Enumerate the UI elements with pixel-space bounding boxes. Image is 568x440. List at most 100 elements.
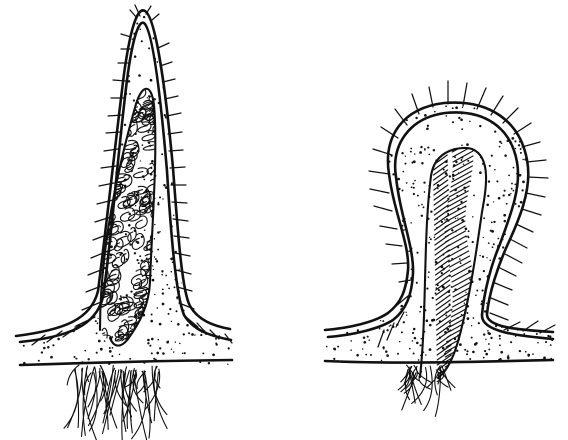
stipple-dot (426, 288, 428, 290)
stipple-dot (368, 339, 369, 340)
stipple-dot (154, 238, 155, 239)
stipple-dot (490, 259, 491, 260)
stipple-dot (504, 220, 507, 223)
stipple-dot (25, 298, 27, 300)
stipple-dot (216, 301, 218, 303)
stipple-dot (60, 209, 62, 211)
stipple-dot (57, 246, 60, 249)
stipple-dot (552, 278, 553, 279)
stipple-dot (210, 36, 212, 38)
stipple-dot (52, 134, 54, 136)
stipple-dot (355, 105, 357, 107)
stipple-dot (71, 299, 73, 301)
stipple-dot (546, 152, 548, 154)
stipple-dot (64, 34, 67, 37)
stipple-dot (57, 160, 59, 162)
stipple-dot (35, 228, 37, 230)
stipple-dot (486, 303, 487, 304)
stipple-dot (213, 240, 215, 242)
stipple-dot (547, 186, 549, 188)
stipple-dot (486, 204, 489, 207)
stipple-dot (218, 32, 221, 35)
stipple-dot (69, 301, 71, 303)
stipple-dot (373, 181, 374, 182)
stipple-dot (350, 340, 352, 342)
stipple-dot (330, 177, 332, 179)
stipple-dot (219, 303, 221, 305)
stipple-dot (390, 100, 393, 103)
stipple-dot (348, 246, 350, 248)
stipple-dot (459, 258, 461, 260)
stipple-dot (77, 54, 79, 56)
stipple-dot (36, 291, 38, 293)
stipple-dot (511, 188, 513, 190)
stipple-dot (444, 219, 446, 221)
stipple-dot (78, 285, 80, 287)
stipple-dot (546, 300, 549, 303)
stipple-dot (478, 322, 480, 324)
stipple-dot (449, 175, 451, 177)
right-surface-hair (386, 244, 402, 246)
stipple-dot (73, 101, 75, 103)
right-surface-hair (399, 280, 411, 282)
stipple-dot (511, 137, 514, 140)
stipple-dot (186, 143, 188, 145)
core-hatch-line (436, 300, 450, 310)
stipple-dot (508, 265, 510, 267)
stipple-dot (185, 278, 187, 280)
stipple-dot (96, 23, 98, 25)
stipple-dot (350, 186, 352, 188)
stipple-dot (364, 128, 367, 131)
stipple-dot (401, 152, 403, 154)
stipple-dot (543, 307, 544, 308)
stipple-dot (461, 219, 464, 222)
stipple-dot (29, 126, 31, 128)
stipple-dot (356, 103, 357, 104)
stipple-dot (469, 121, 471, 123)
stipple-dot (195, 134, 198, 137)
stipple-dot (529, 110, 530, 111)
core-hatch-line (434, 175, 448, 185)
left-root-fiber (154, 366, 167, 414)
stipple-dot (99, 82, 102, 85)
right-surface-hair (370, 189, 389, 193)
stipple-dot (61, 161, 63, 163)
stipple-dot (349, 200, 351, 202)
stipple-dot (351, 121, 353, 123)
stipple-dot (108, 142, 110, 144)
stipple-dot (513, 167, 515, 169)
stipple-dot (158, 339, 160, 341)
stipple-dot (324, 262, 325, 263)
stipple-dot (109, 63, 110, 64)
stipple-dot (107, 38, 109, 40)
stipple-dot (190, 175, 193, 178)
right-surface-hair (491, 298, 508, 305)
stipple-dot (31, 204, 33, 206)
stipple-dot (337, 346, 339, 348)
stipple-dot (506, 103, 509, 106)
stipple-dot (520, 152, 522, 154)
stipple-dot (54, 54, 56, 56)
stipple-dot (126, 294, 128, 296)
stipple-dot (362, 222, 365, 225)
stipple-dot (537, 342, 539, 344)
right-surface-hair (500, 268, 516, 276)
stipple-dot (363, 336, 365, 338)
stipple-dot (545, 294, 547, 296)
stipple-dot (175, 341, 176, 342)
stipple-dot (41, 351, 43, 353)
stipple-dot (428, 154, 430, 156)
stipple-dot (54, 280, 56, 282)
stipple-dot (104, 20, 106, 22)
stipple-dot (386, 265, 388, 267)
stipple-dot (47, 137, 49, 139)
stipple-dot (401, 273, 402, 274)
core-hatch-line (447, 196, 467, 207)
right-surface-hair (503, 108, 518, 123)
stipple-dot (441, 272, 443, 274)
stipple-dot (208, 185, 210, 187)
stipple-dot (141, 40, 143, 42)
stipple-dot (204, 56, 206, 58)
